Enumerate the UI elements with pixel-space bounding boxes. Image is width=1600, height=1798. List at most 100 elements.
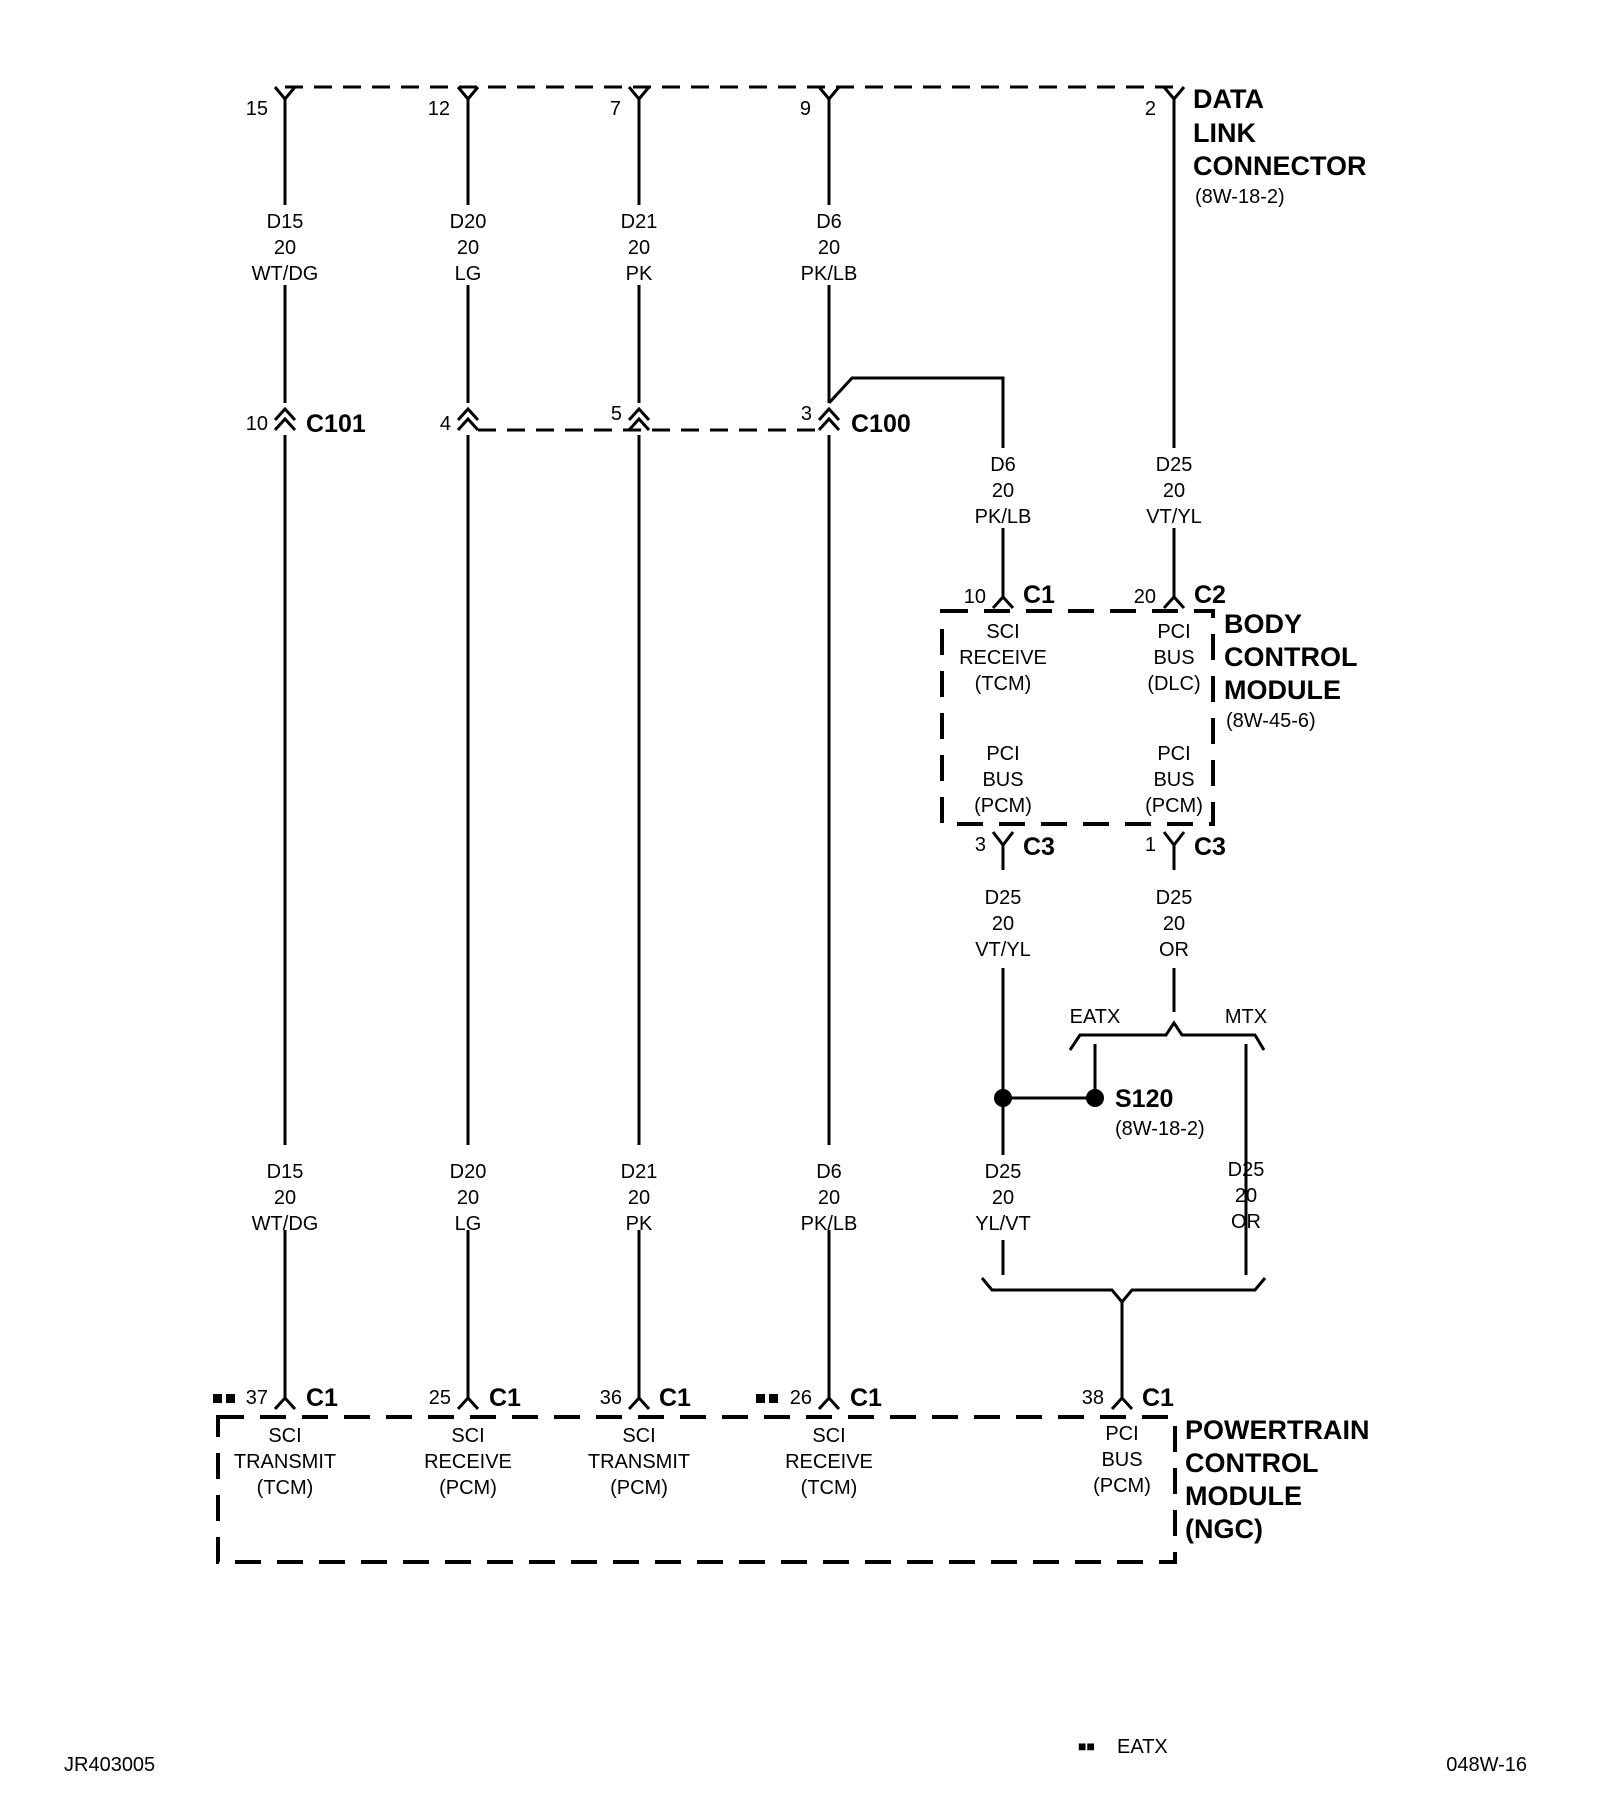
wire-code: D6 xyxy=(816,211,842,233)
wire-gauge: 20 xyxy=(1163,913,1185,935)
pcm-title-line2: CONTROL xyxy=(1185,1448,1318,1478)
wire-color: LG xyxy=(455,263,482,285)
pcm-title-line3: MODULE xyxy=(1185,1481,1302,1511)
wire-gauge: 20 xyxy=(992,480,1014,502)
wire-gauge: 20 xyxy=(274,1187,296,1209)
wire-code: D25 xyxy=(985,887,1022,909)
page-code: 048W-16 xyxy=(1446,1754,1527,1776)
wire-code: D25 xyxy=(1156,454,1193,476)
pcm-c1-label: C1 xyxy=(659,1384,691,1412)
bottom-wire-labels: D15 20 WT/DG D20 20 LG D21 20 PK D6 20 P… xyxy=(252,1161,858,1235)
wire-code: D20 xyxy=(450,1161,487,1183)
pcm-pin: 26 xyxy=(790,1387,812,1409)
footer: JR403005 ■■ EATX 048W-16 xyxy=(64,1736,1527,1776)
dlc-title-line2: LINK xyxy=(1193,118,1256,148)
c101-pin: 10 xyxy=(246,413,268,435)
bcm-c3-pin: 3 xyxy=(975,834,986,856)
pcm-pin-label: SCI xyxy=(268,1425,301,1447)
pcm-pin-label: TRANSMIT xyxy=(588,1451,690,1473)
data-link-connector: 15 12 7 9 2 DATA LINK CONNECTOR (8W-18-2… xyxy=(246,84,1367,208)
wire-code: D21 xyxy=(621,1161,658,1183)
dlc-pin-2: 2 xyxy=(1145,98,1156,120)
pcm-c1-label: C1 xyxy=(306,1384,338,1412)
dlc-pin-15: 15 xyxy=(246,98,268,120)
wire-gauge: 20 xyxy=(818,237,840,259)
eatx-marker xyxy=(769,1394,778,1403)
bcm-c1-pin: 10 xyxy=(964,586,986,608)
bcm-pin-label: RECEIVE xyxy=(959,647,1047,669)
splice-s120: S120 (8W-18-2) xyxy=(994,1085,1205,1155)
pcm-c1-label: C1 xyxy=(489,1384,521,1412)
wire-color: PK/LB xyxy=(801,1213,858,1235)
legend-label: EATX xyxy=(1117,1736,1168,1758)
powertrain-control-module: 37 C1 25 C1 36 C1 26 C1 38 C1 SCI TRANSM… xyxy=(213,1384,1370,1564)
eatx-option-label: EATX xyxy=(1070,1006,1121,1028)
bcm-c3-pin: 1 xyxy=(1145,834,1156,856)
wire-gauge: 20 xyxy=(274,237,296,259)
bcm-pin-label: BUS xyxy=(1153,647,1194,669)
dlc-title-line3: CONNECTOR xyxy=(1193,151,1367,181)
bcm-pin-label: (PCM) xyxy=(1145,795,1203,817)
pcm-pin-label: (TCM) xyxy=(257,1477,314,1499)
wire-gauge: 20 xyxy=(992,913,1014,935)
c100-label: C100 xyxy=(851,410,911,438)
wire-code: D25 xyxy=(1228,1159,1265,1181)
pcm-pin-label: SCI xyxy=(622,1425,655,1447)
pcm-pin-label: PCI xyxy=(1105,1423,1138,1445)
bcm-title-line3: MODULE xyxy=(1224,675,1341,705)
wire-code: D15 xyxy=(267,1161,304,1183)
bcm-pin-label: BUS xyxy=(982,769,1023,791)
pcm-pin-label: (PCM) xyxy=(610,1477,668,1499)
eatx-marker xyxy=(226,1394,235,1403)
wire-color: WT/DG xyxy=(252,1213,319,1235)
wire-color: PK xyxy=(626,263,653,285)
wire-color: PK xyxy=(626,1213,653,1235)
bcm-c3-label: C3 xyxy=(1194,833,1226,861)
wire-color: WT/DG xyxy=(252,263,319,285)
c100-pin: 4 xyxy=(440,413,451,435)
pcm-title-line1: POWERTRAIN xyxy=(1185,1415,1370,1445)
wire-code: D20 xyxy=(450,211,487,233)
wire-color: PK/LB xyxy=(801,263,858,285)
bcm-c2-pin: 20 xyxy=(1134,586,1156,608)
wire-color: YL/VT xyxy=(975,1213,1031,1235)
pcm-c1-label: C1 xyxy=(1142,1384,1174,1412)
bcm-pin-label: PCI xyxy=(1157,621,1190,643)
wire-color: VT/YL xyxy=(975,939,1031,961)
top-wire-labels: D15 20 WT/DG D20 20 LG D21 20 PK D6 20 P… xyxy=(252,211,858,285)
mtx-option-label: MTX xyxy=(1225,1006,1267,1028)
wire-gauge: 20 xyxy=(992,1187,1014,1209)
wire-code: D6 xyxy=(990,454,1016,476)
wire-gauge: 20 xyxy=(628,1187,650,1209)
wire-code: D15 xyxy=(267,211,304,233)
bcm-pin-label: PCI xyxy=(986,743,1019,765)
wire-gauge: 20 xyxy=(1163,480,1185,502)
pcm-title-line4: (NGC) xyxy=(1185,1514,1263,1544)
figure-id: JR403005 xyxy=(64,1754,155,1776)
bcm-pin-label: (TCM) xyxy=(975,673,1032,695)
bcm-c2-label: C2 xyxy=(1194,581,1226,609)
wire-color: PK/LB xyxy=(975,506,1032,528)
body-control-module: 10 C1 20 C2 SCI RECEIVE (TCM) PCI BUS (D… xyxy=(940,581,1357,861)
eatx-marker xyxy=(756,1394,765,1403)
dlc-reference: (8W-18-2) xyxy=(1195,186,1285,208)
pcm-pin-label: RECEIVE xyxy=(785,1451,873,1473)
wire-gauge: 20 xyxy=(628,237,650,259)
bcm-title-line2: CONTROL xyxy=(1224,642,1357,672)
dlc-pin-7: 7 xyxy=(610,98,621,120)
c101-label: C101 xyxy=(306,410,366,438)
bcm-output-wires: D25 20 VT/YL D25 20 OR xyxy=(975,845,1192,1155)
wire-code: D25 xyxy=(985,1161,1022,1183)
pcm-pin-label: (PCM) xyxy=(439,1477,497,1499)
bcm-c3-label: C3 xyxy=(1023,833,1055,861)
dlc-pin-9: 9 xyxy=(800,98,811,120)
bcm-pin-label: (PCM) xyxy=(974,795,1032,817)
option-brace: EATX MTX xyxy=(1068,1006,1267,1275)
pcm-bus-wires: D25 20 YL/VT D25 20 OR xyxy=(975,1159,1267,1398)
wire-gauge: 20 xyxy=(1235,1185,1257,1207)
pcm-pin-label: RECEIVE xyxy=(424,1451,512,1473)
wire-gauge: 20 xyxy=(457,237,479,259)
wire-color: LG xyxy=(455,1213,482,1235)
bcm-pin-label: BUS xyxy=(1153,769,1194,791)
